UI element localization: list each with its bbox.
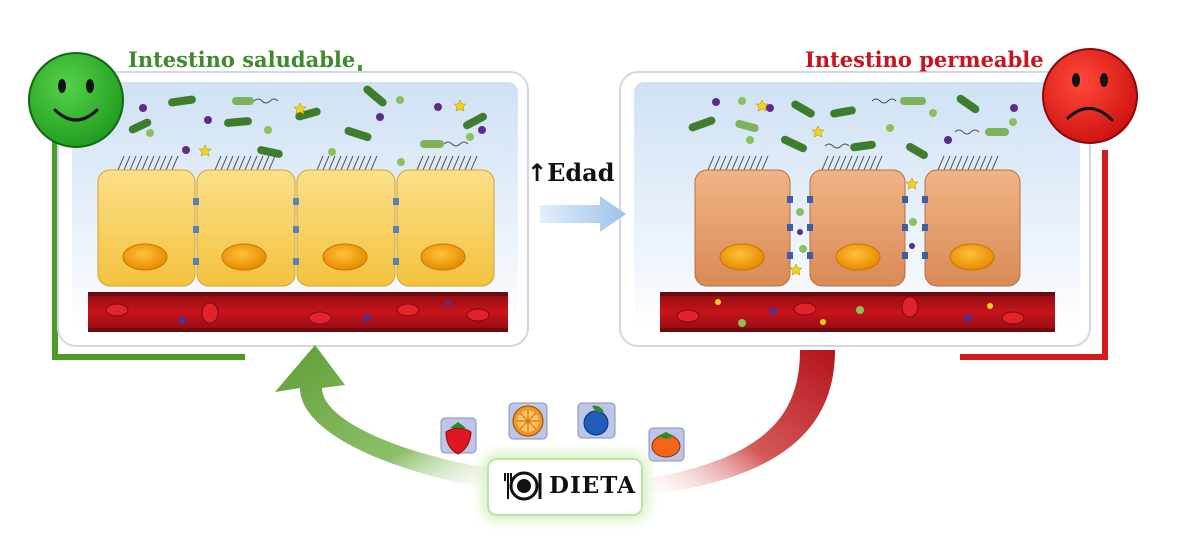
- blood-vessel: [88, 292, 508, 332]
- red-blood-cells-leaky: [676, 296, 1025, 325]
- left-panel: [57, 71, 529, 347]
- blood-purple-particles: [178, 300, 451, 324]
- blood-vessel-leaky: [660, 292, 1055, 332]
- up-arrow-icon: ↑: [527, 159, 548, 187]
- cell-nucleus: [221, 243, 267, 271]
- microvilli: [117, 155, 478, 171]
- broken-tight-junctions: [787, 196, 928, 259]
- orange-slice-icon: [508, 402, 548, 440]
- leaky-epithelial-cells: [694, 169, 1021, 287]
- cell-nucleus: [420, 243, 466, 271]
- green-particles-leaky: [738, 97, 1017, 253]
- tight-junctions: [193, 198, 399, 265]
- tomato-icon: [648, 427, 685, 462]
- green-particles: [146, 96, 474, 166]
- purple-particles: [139, 103, 486, 154]
- bacteria-flagella: [253, 98, 469, 147]
- age-arrow: [540, 196, 626, 232]
- cell-nucleus: [322, 243, 368, 271]
- cell-nucleus: [835, 243, 881, 271]
- healthy-gut-title: Intestino saludable: [128, 47, 356, 72]
- cell-nucleus: [949, 243, 995, 271]
- age-text: Edad: [547, 158, 615, 187]
- diet-label: DIETA: [549, 472, 636, 499]
- microvilli-leaky: [707, 155, 999, 171]
- diet-to-healthy-arrow: [275, 345, 500, 490]
- healthy-epithelial-cells: [97, 169, 495, 287]
- red-blood-cells: [105, 302, 490, 325]
- leaky-to-diet-arrow: [640, 350, 835, 496]
- purple-particles-leaky: [712, 98, 1018, 249]
- yellow-stars: [198, 99, 467, 157]
- age-label: ↑Edad: [527, 158, 615, 187]
- blood-toxins: [715, 299, 993, 327]
- happy-face-icon: [28, 52, 124, 148]
- cell-nucleus: [719, 243, 765, 271]
- cell-nucleus: [122, 243, 168, 271]
- sad-face-icon: [1042, 48, 1138, 144]
- gut-bacteria-leaky: [688, 94, 1009, 159]
- strawberry-icon: [440, 417, 477, 455]
- gut-bacteria: [128, 85, 487, 158]
- blueberry-icon: [577, 402, 616, 439]
- bacteria-flagella-leaky: [824, 98, 980, 149]
- right-frame-accent: [960, 150, 1108, 360]
- yellow-stars-leaky: [755, 99, 919, 276]
- leaky-gut-title: Intestino permeable: [805, 47, 1044, 72]
- right-panel: [619, 71, 1091, 347]
